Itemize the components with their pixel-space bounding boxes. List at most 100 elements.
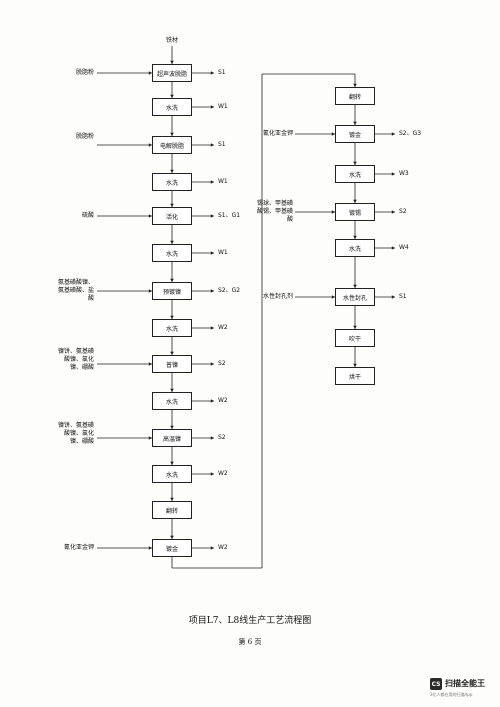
- process-step-right-7: 吹干: [335, 329, 375, 347]
- arrow-left-2-head: [170, 132, 174, 136]
- arrow-right-3-head: [353, 199, 357, 203]
- output-label-left-10: W2: [218, 397, 228, 404]
- arrow-output-left-10-head: [210, 399, 214, 403]
- arrow-right-2-head: [353, 161, 357, 165]
- output-label-left-11: S2: [218, 434, 226, 441]
- process-step-right-4: 镀锡: [335, 203, 375, 221]
- input-label-left-11: 镍饼、氨基磺酸镍、氯化镍、硼酸: [57, 422, 94, 445]
- arrow-input-right-4-head: [331, 210, 335, 214]
- arrow-input-left-7-head: [148, 289, 152, 293]
- arrow-left-10-head: [170, 425, 174, 429]
- process-step-left-8: 水洗: [152, 319, 192, 337]
- output-label-right-6: S1: [399, 293, 407, 300]
- arrow-output-right-2-head: [391, 132, 395, 136]
- page-number: 第 6 页: [238, 638, 262, 646]
- arrow-top-input-head: [170, 60, 174, 64]
- process-step-left-3: 电解脱脂: [152, 136, 192, 154]
- arrow-output-right-4-head: [391, 210, 395, 214]
- process-step-right-8: 烘干: [335, 367, 375, 385]
- process-step-left-4: 水洗: [152, 173, 192, 191]
- process-step-right-1: 翻转: [335, 87, 375, 105]
- output-label-left-14: W2: [218, 544, 228, 551]
- arrow-right-6-head: [353, 325, 357, 329]
- arrow-output-left-3-head: [210, 143, 214, 147]
- output-label-left-3: S1: [218, 141, 226, 148]
- process-step-right-3: 水洗: [335, 165, 375, 183]
- arrow-left-7-head: [170, 315, 174, 319]
- input-label-left-1: 脱脂粉: [75, 69, 94, 76]
- output-label-left-7: S2、G2: [218, 287, 241, 294]
- output-label-left-12: W2: [218, 470, 228, 477]
- output-label-left-2: W1: [218, 103, 228, 110]
- input-label-left-9: 镍饼、氨基磺酸镍、氯化镍、硼酸: [57, 348, 94, 371]
- watermark-app-name: 扫描全能王: [445, 679, 485, 688]
- process-flow-diagram: [97, 46, 395, 569]
- input-label-left-7: 氨基磺酸镍、氨基磺酸、盐酸: [57, 279, 94, 302]
- input-label-right-6: 水性封孔剂: [262, 293, 293, 300]
- arrow-output-left-14-head: [210, 546, 214, 550]
- process-step-right-6: 水性封孔: [335, 288, 375, 306]
- process-step-left-14: 镀金: [152, 539, 192, 557]
- watermark-subtitle: 3亿人都在用的扫描App: [430, 692, 473, 697]
- arrow-output-left-12-head: [210, 472, 214, 476]
- output-label-left-4: W1: [218, 178, 228, 185]
- input-label-right-4: 锡球、甲基磺酸锡、甲基磺酸: [256, 200, 293, 223]
- process-step-right-5: 水洗: [335, 239, 375, 257]
- input-label-left-5: 硫酸: [81, 212, 94, 219]
- output-label-left-5: S1、G1: [218, 212, 241, 219]
- input-label-left-3: 脱脂粉: [75, 133, 94, 140]
- arrow-left-12-head: [170, 497, 174, 501]
- arrow-input-right-2-head: [331, 132, 335, 136]
- arrow-input-left-14-head: [148, 546, 152, 550]
- output-label-right-2: S2、G3: [399, 130, 422, 137]
- arrow-left-8-head: [170, 351, 174, 355]
- arrow-output-left-4-head: [210, 180, 214, 184]
- output-label-right-3: W3: [399, 170, 409, 177]
- arrow-right-4-head: [353, 235, 357, 239]
- arrow-output-left-11-head: [210, 436, 214, 440]
- output-label-left-6: W1: [218, 249, 228, 256]
- process-step-left-6: 水洗: [152, 244, 192, 262]
- output-label-left-1: S1: [218, 69, 226, 76]
- arrow-left-5-head: [170, 240, 174, 244]
- process-step-left-7: 预镀镍: [152, 282, 192, 300]
- arrow-right-7-head: [353, 363, 357, 367]
- input-label-right-2: 氰化亚金钾: [262, 130, 293, 137]
- arrow-input-left-11-head: [148, 436, 152, 440]
- arrow-output-right-5-head: [391, 246, 395, 250]
- scanner-watermark: CS 扫描全能王 3亿人都在用的扫描App: [430, 675, 496, 703]
- arrow-left-9-head: [170, 388, 174, 392]
- diagram-caption: 项目L7、L8线生产工艺流程图: [188, 616, 312, 626]
- output-label-left-8: W2: [218, 324, 228, 331]
- arrow-left-6-head: [170, 278, 174, 282]
- process-step-left-2: 水洗: [152, 98, 192, 116]
- arrow-input-left-1-head: [148, 71, 152, 75]
- arrow-output-left-5-head: [210, 214, 214, 218]
- output-label-right-4: S2: [399, 208, 407, 215]
- arrow-output-right-6-head: [391, 295, 395, 299]
- arrow-output-left-7-head: [210, 289, 214, 293]
- arrow-input-left-3-head: [148, 143, 152, 147]
- input-label-left-14: 氰化亚金钾: [63, 544, 94, 551]
- arrow-output-left-8-head: [210, 326, 214, 330]
- arrow-left-1-head: [170, 94, 174, 98]
- output-label-left-9: S2: [218, 360, 226, 367]
- arrow-output-left-1-head: [210, 71, 214, 75]
- connector-into-right-head: [353, 83, 357, 87]
- process-step-left-13: 翻转: [152, 501, 192, 519]
- camscanner-logo-icon: CS: [430, 678, 442, 690]
- process-step-left-9: 普镍: [152, 355, 192, 373]
- arrow-output-right-3-head: [391, 172, 395, 176]
- arrow-input-right-6-head: [331, 295, 335, 299]
- arrow-output-left-2-head: [210, 105, 214, 109]
- output-label-right-5: W4: [399, 244, 409, 251]
- arrow-right-5-head: [353, 284, 357, 288]
- arrow-right-1-head: [353, 121, 357, 125]
- arrow-input-left-5-head: [148, 214, 152, 218]
- arrow-left-3-head: [170, 169, 174, 173]
- process-step-left-12: 水洗: [152, 465, 192, 483]
- arrow-left-13-head: [170, 535, 174, 539]
- arrow-input-left-9-head: [148, 362, 152, 366]
- process-step-left-10: 水洗: [152, 392, 192, 410]
